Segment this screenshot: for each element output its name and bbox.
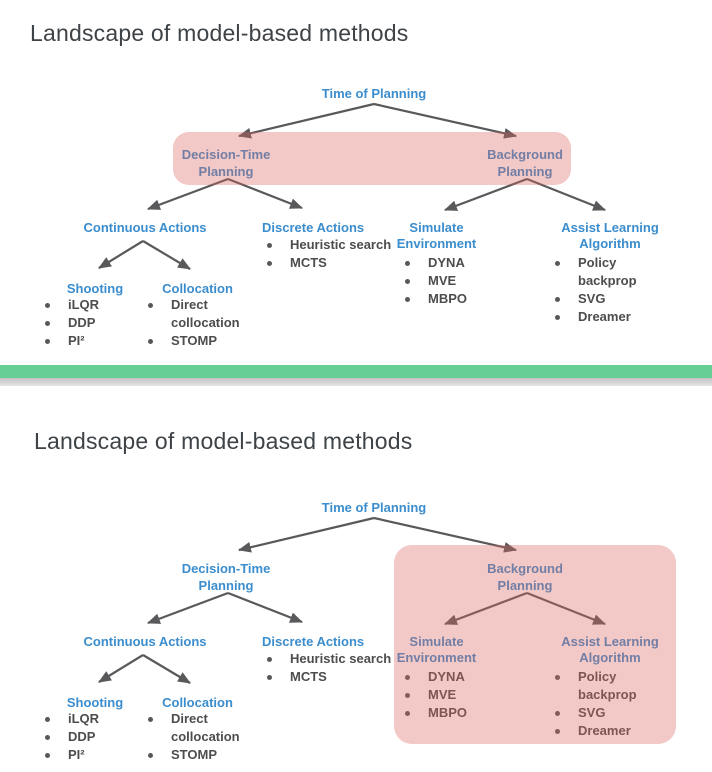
list-item: Policy backprop: [553, 254, 665, 290]
arrow: [146, 591, 229, 625]
list-item: iLQR: [43, 710, 143, 728]
node-discrete-actions: Discrete Actions: [262, 220, 365, 235]
shooting-list: iLQR DDP PI²: [43, 296, 143, 350]
node-assist-learning-algorithm: Assist Learning Algorithm: [561, 634, 659, 665]
arrow: [98, 240, 144, 269]
arrow: [227, 177, 304, 210]
node-decision-time-planning: Decision-Time Planning: [181, 561, 271, 593]
slide-title: Landscape of model-based methods: [34, 428, 413, 454]
list-item: MCTS: [265, 254, 395, 272]
collocation-list: Direct collocation STOMP: [146, 710, 251, 764]
list-item: MVE: [403, 686, 503, 704]
list-item: Direct collocation: [146, 296, 251, 332]
list-item: iLQR: [43, 296, 143, 314]
list-item: SVG: [553, 290, 665, 308]
node-assist-learning-algorithm: Assist Learning Algorithm: [561, 220, 659, 251]
assist-learning-list: Policy backprop SVG Dreamer: [553, 254, 665, 326]
simulate-environment-list: DYNA MVE MBPO: [403, 668, 503, 722]
node-discrete-actions: Discrete Actions: [262, 634, 365, 649]
arrow: [142, 654, 191, 684]
list-item: DYNA: [403, 254, 503, 272]
node-background-planning: Background Planning: [487, 147, 563, 179]
node-shooting: Shooting: [66, 281, 124, 296]
list-item: DDP: [43, 314, 143, 332]
arrow: [373, 102, 518, 139]
arrow: [526, 177, 607, 212]
node-continuous-actions: Continuous Actions: [83, 220, 207, 235]
list-item: PI²: [43, 746, 143, 764]
list-item: PI²: [43, 332, 143, 350]
node-time-of-planning: Time of Planning: [321, 500, 427, 515]
shooting-list: iLQR DDP PI²: [43, 710, 143, 764]
list-item: Direct collocation: [146, 710, 251, 746]
node-collocation: Collocation: [162, 695, 233, 710]
list-item: DDP: [43, 728, 143, 746]
arrow: [227, 591, 304, 624]
list-item: DYNA: [403, 668, 503, 686]
simulate-environment-list: DYNA MVE MBPO: [403, 254, 503, 308]
node-simulate-environment: Simulate Environment: [396, 220, 477, 251]
list-item: Dreamer: [553, 722, 665, 740]
node-decision-time-planning: Decision-Time Planning: [181, 147, 271, 179]
arrow: [373, 516, 518, 553]
discrete-actions-list: Heuristic search MCTS: [265, 650, 395, 686]
arrow: [142, 240, 191, 270]
assist-learning-list: Policy backprop SVG Dreamer: [553, 668, 665, 740]
node-shooting: Shooting: [66, 695, 124, 710]
list-item: STOMP: [146, 746, 251, 764]
list-item: MBPO: [403, 290, 503, 308]
slide-title: Landscape of model-based methods: [30, 20, 409, 46]
collocation-list: Direct collocation STOMP: [146, 296, 251, 350]
slide-divider-shadow: [0, 378, 712, 386]
list-item: Heuristic search: [265, 650, 395, 668]
arrow: [443, 177, 528, 212]
node-background-planning: Background Planning: [487, 561, 563, 593]
discrete-actions-list: Heuristic search MCTS: [265, 236, 395, 272]
list-item: Dreamer: [553, 308, 665, 326]
node-collocation: Collocation: [162, 281, 233, 296]
arrow: [146, 177, 229, 211]
list-item: STOMP: [146, 332, 251, 350]
list-item: Heuristic search: [265, 236, 395, 254]
list-item: MBPO: [403, 704, 503, 722]
arrow: [443, 591, 528, 626]
list-item: Policy backprop: [553, 668, 665, 704]
arrow: [237, 102, 375, 139]
list-item: SVG: [553, 704, 665, 722]
node-simulate-environment: Simulate Environment: [396, 634, 477, 665]
node-time-of-planning: Time of Planning: [321, 86, 427, 101]
arrow: [237, 516, 375, 553]
list-item: MCTS: [265, 668, 395, 686]
arrow: [526, 591, 607, 626]
slide-divider-green-bar: [0, 365, 712, 378]
node-continuous-actions: Continuous Actions: [83, 634, 207, 649]
list-item: MVE: [403, 272, 503, 290]
arrow: [98, 654, 144, 683]
